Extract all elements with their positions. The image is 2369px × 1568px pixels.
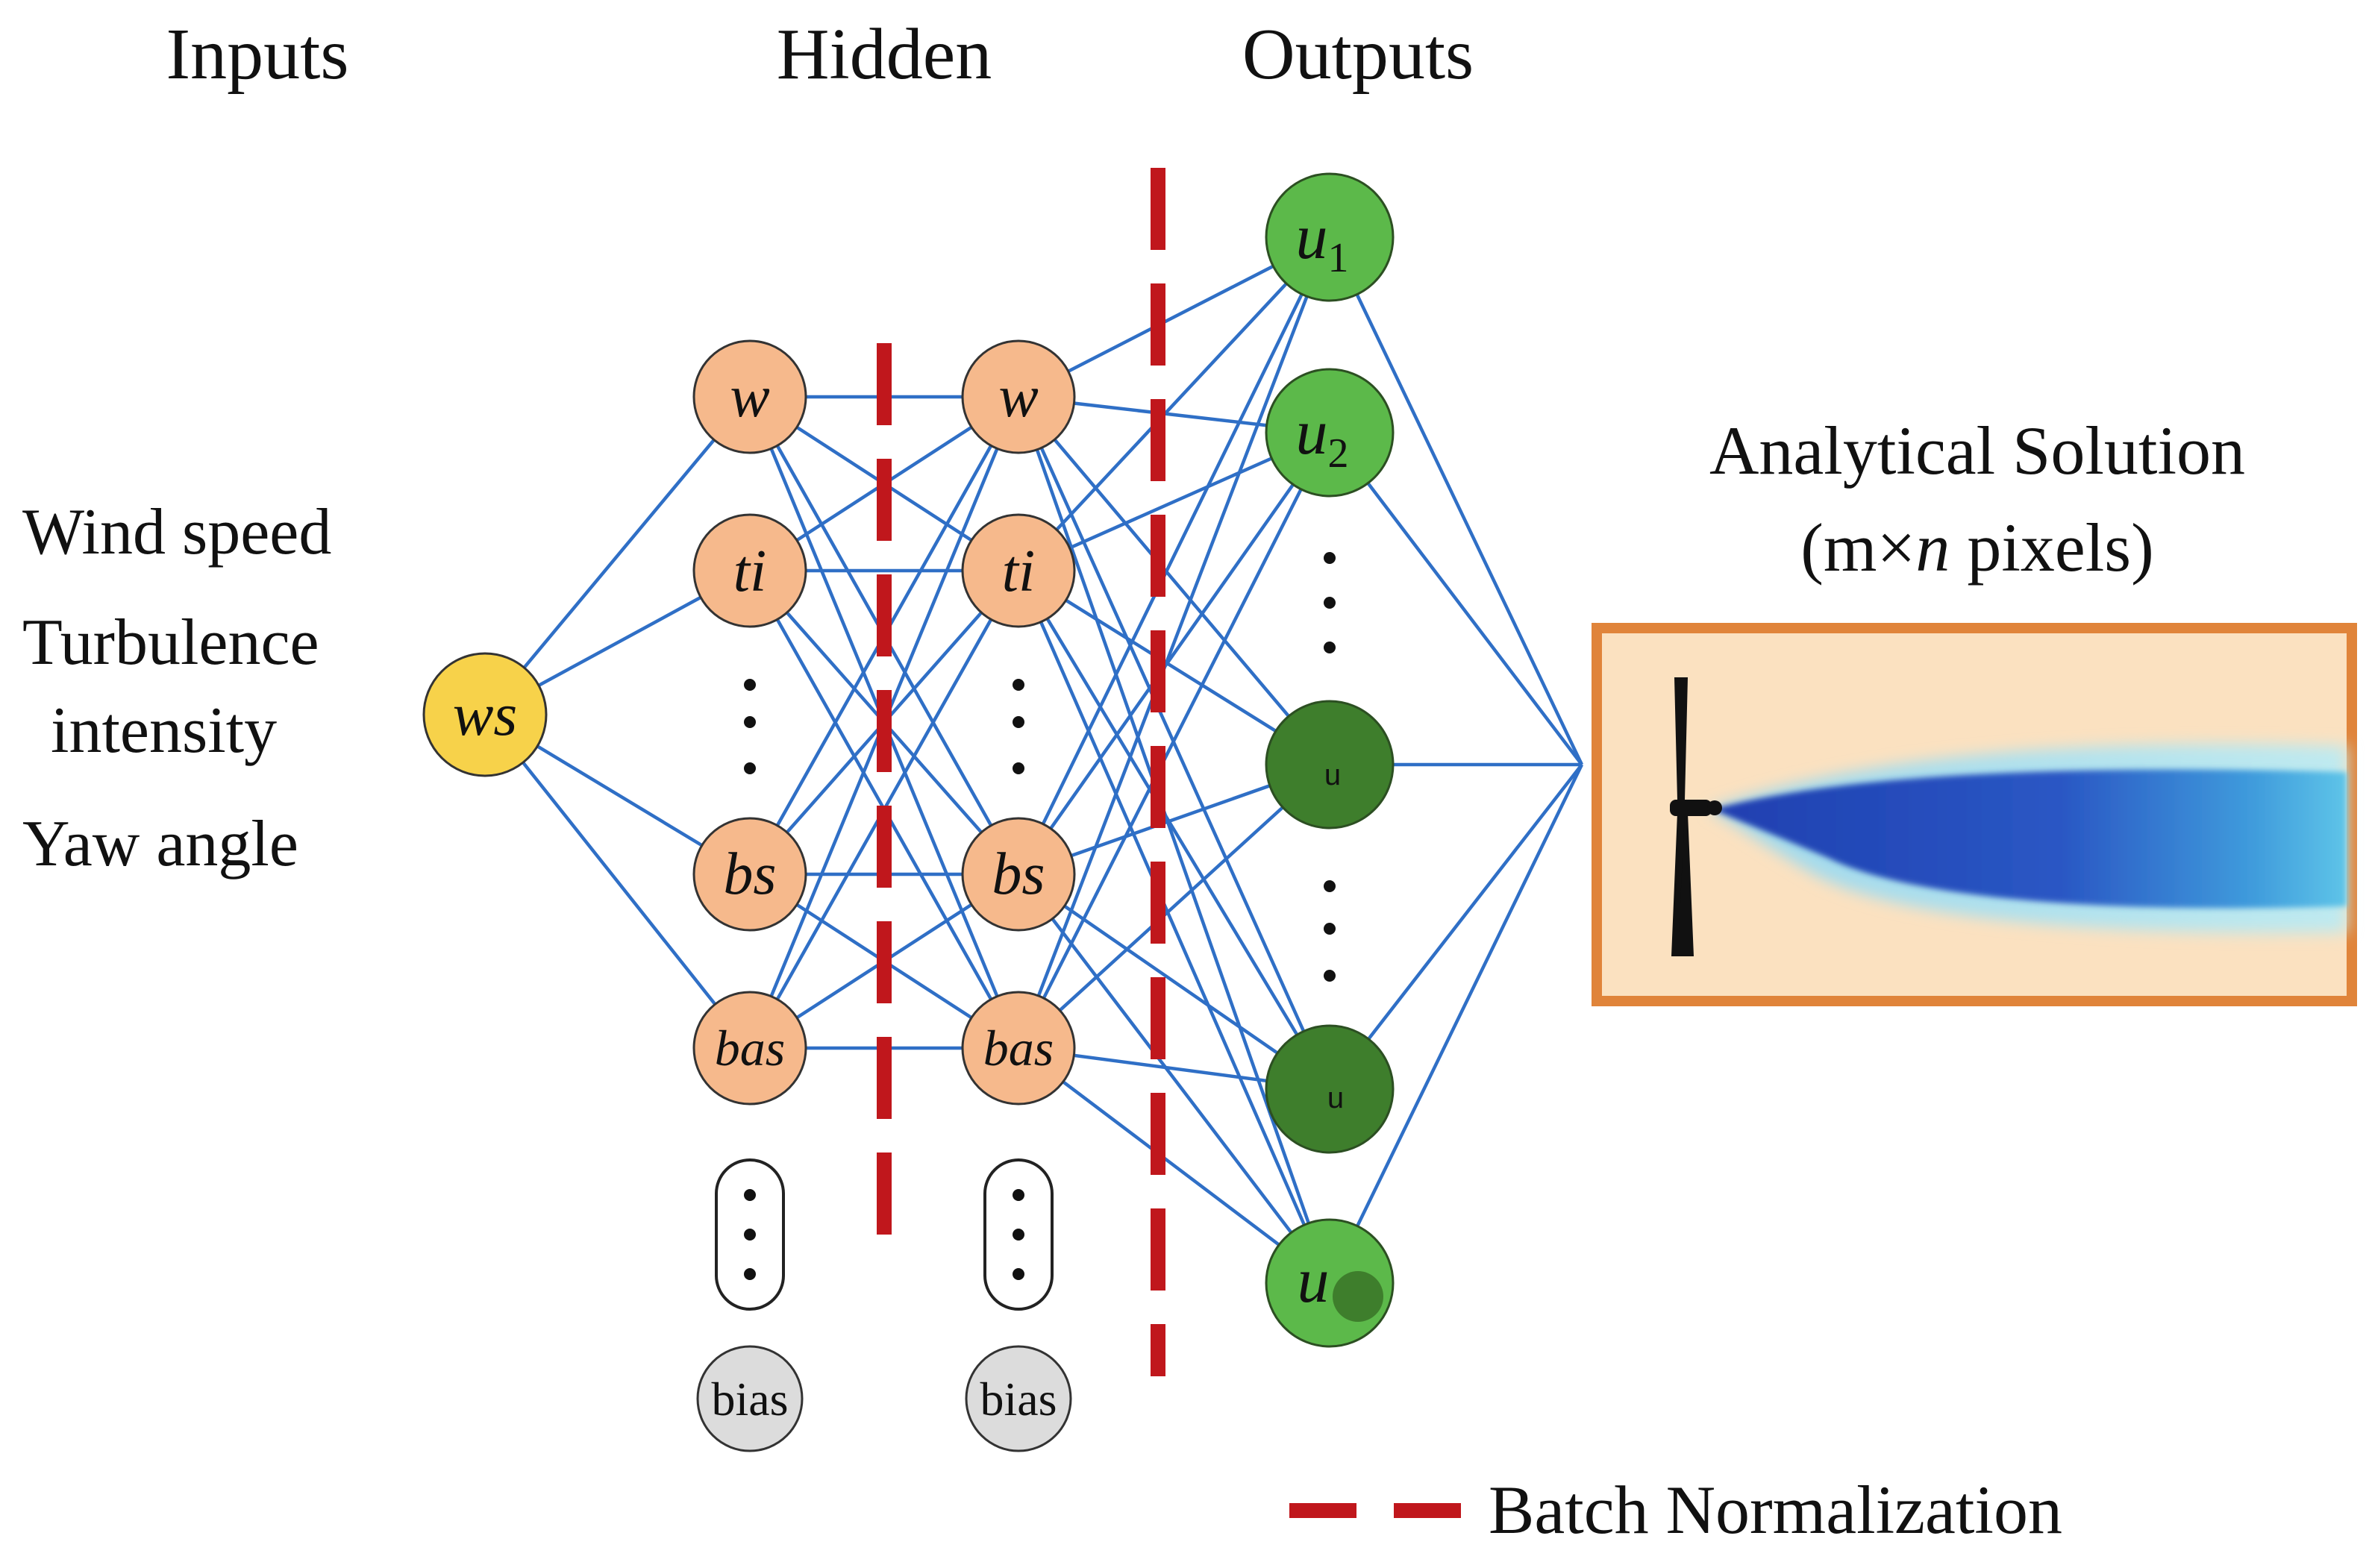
- svg-text:u2: u2: [1296, 396, 1349, 477]
- output-u2-sub: 2: [1328, 430, 1349, 477]
- hidden1-node-ti: ti: [692, 513, 807, 628]
- hidden2-ellipsis: [1013, 679, 1024, 774]
- edge-out-3-image: [1328, 763, 1583, 1091]
- edge-h2-3-out-2: [1017, 763, 1331, 1050]
- input-label-turbulence: Turbulence: [22, 606, 319, 679]
- wake-field-image: [1592, 623, 2357, 1006]
- edge-out-0-image: [1327, 236, 1584, 765]
- output-middle-label: u: [1324, 759, 1341, 791]
- hidden1-ellipsis: [744, 679, 756, 774]
- output-lower-label: u: [1327, 1082, 1344, 1114]
- header-hidden: Hidden: [777, 14, 992, 95]
- header-inputs: Inputs: [166, 14, 349, 95]
- edge-h2-1-out-4: [1016, 570, 1332, 1284]
- hidden2-label-bas: bas: [983, 1020, 1054, 1076]
- subtitle-pre: (m: [1800, 509, 1877, 586]
- header-outputs: Outputs: [1242, 14, 1474, 95]
- hidden2-node-ti: ti: [961, 513, 1076, 628]
- hidden1-label-bas: bas: [715, 1020, 785, 1076]
- output-layer: u1 u2 u u u: [1265, 172, 1395, 1348]
- hidden1-bias-label: bias: [711, 1373, 788, 1426]
- analytical-subtitle: (m×n pixels): [1800, 509, 2154, 586]
- edge-h2-0-out-2: [1017, 395, 1331, 766]
- hidden1-node-w: w: [692, 339, 807, 454]
- output-ellipsis-top: [1324, 552, 1336, 653]
- hidden1-node-bas: bas: [692, 991, 807, 1106]
- edge-h2-2-out-1: [1017, 431, 1331, 876]
- output-last-label: u: [1298, 1244, 1330, 1316]
- edge-input-h1-3: [483, 713, 751, 1050]
- hidden1-node-bs: bs: [692, 817, 807, 932]
- legend-label: Batch Normalization: [1489, 1472, 2062, 1548]
- hidden-layer-2: w ti bs bas bias: [961, 339, 1076, 1452]
- output-u1-sub: 1: [1328, 235, 1349, 281]
- edge-h2-0-out-4: [1016, 396, 1332, 1284]
- output-u2-main: u: [1296, 396, 1328, 468]
- output-node-u1: u1: [1265, 172, 1395, 302]
- hidden1-label-ti: ti: [733, 539, 766, 604]
- input-node-ws: ws: [422, 652, 548, 777]
- hidden2-label-bs: bs: [992, 841, 1045, 907]
- edge-out-1-image: [1328, 431, 1583, 766]
- input-label-yaw-angle: Yaw angle: [22, 808, 298, 880]
- hidden1-label-bs: bs: [723, 841, 776, 907]
- wind-turbine-icon: [1670, 677, 1722, 956]
- hidden2-node-bas: bas: [961, 991, 1076, 1106]
- hidden2-label-ti: ti: [1002, 539, 1035, 604]
- svg-text:u1: u1: [1296, 201, 1349, 281]
- edge-h2-3-out-1: [1016, 431, 1332, 1050]
- output-node-middle: u: [1265, 700, 1395, 830]
- hidden2-bias-label: bias: [980, 1373, 1057, 1426]
- output-node-last: u: [1265, 1218, 1395, 1348]
- hidden2-node-w: w: [961, 339, 1076, 454]
- subtitle-n: n: [1915, 509, 1950, 586]
- input-label-intensity: intensity: [51, 694, 277, 767]
- hidden2-label-w: w: [998, 364, 1038, 430]
- output-u1-main: u: [1296, 201, 1328, 272]
- hidden2-collapsed-nodes: [983, 1158, 1054, 1311]
- input-node-label: ws: [453, 680, 518, 748]
- edge-h2-3-out-4: [1017, 1047, 1331, 1285]
- edge-h2-1-out-0: [1017, 236, 1331, 572]
- output-node-lower: u: [1265, 1024, 1395, 1154]
- hidden-layer-1: w ti bs bas bias: [692, 339, 807, 1452]
- hidden1-collapsed-nodes: [715, 1158, 785, 1311]
- edge-out-4-image: [1327, 764, 1584, 1284]
- edge-h2-3-out-0: [1016, 236, 1332, 1049]
- output-ellipsis-bottom: [1324, 880, 1336, 982]
- analytical-title: Analytical Solution: [1709, 413, 2245, 489]
- edge-h2-1-out-3: [1017, 569, 1331, 1091]
- subtitle-times: ×: [1877, 509, 1915, 586]
- subtitle-post: pixels): [1950, 509, 2153, 586]
- edge-input-h1-0: [483, 395, 751, 716]
- legend: Batch Normalization: [1289, 1472, 2062, 1548]
- hidden2-node-bs: bs: [961, 817, 1076, 932]
- hidden1-label-w: w: [730, 364, 769, 430]
- input-label-wind-speed: Wind speed: [22, 496, 331, 568]
- output-node-u2: u2: [1265, 368, 1395, 498]
- edge-h2-2-out-0: [1016, 236, 1332, 875]
- hidden1-bias-node: bias: [696, 1345, 804, 1452]
- hidden2-bias-node: bias: [965, 1345, 1072, 1452]
